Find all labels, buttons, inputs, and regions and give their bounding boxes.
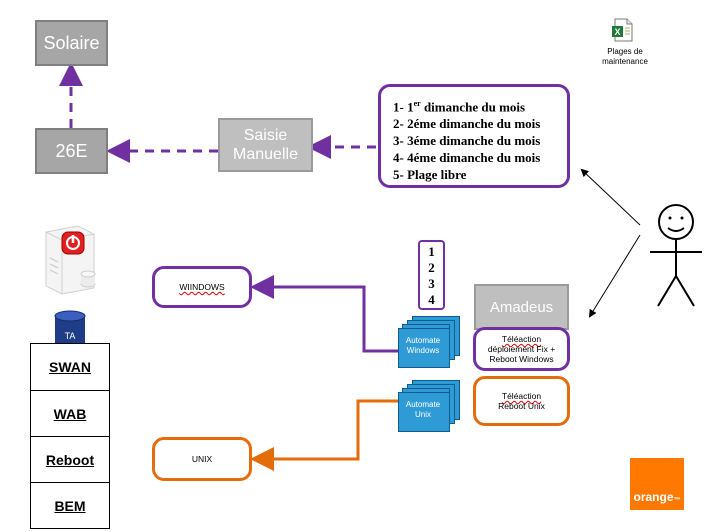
saisie-label-line1: Saisie [243,127,288,144]
number-item-1: 1 [428,244,435,259]
26e-label: 26E [55,140,88,161]
automate-windows-stack: Automate Windows [398,316,462,370]
schedule-list-box: 1- 1er dimanche du mois 2- 2éme dimanche… [378,84,570,188]
arrow-automate-to-windows [250,275,400,353]
windows-label: WIINDOWS [179,282,225,292]
saisie-manuelle-box: Saisie Manuelle [218,118,313,172]
teleaction-unix-box: Téléaction Reboot Unix [473,376,570,426]
schedule-item-4: 4- 4éme dimanche du mois [393,150,541,166]
schedule-item-2: 2- 2éme dimanche du mois [393,116,541,132]
number-list-box: 1 2 3 4 [418,240,445,310]
number-item-4: 4 [428,292,435,307]
arrow-automate-to-unix [250,399,400,471]
server-power-icon [40,218,100,296]
schedule-item-1: 1- 1er dimanche du mois [393,99,526,115]
side-cell-reboot: Reboot [30,437,110,484]
amadeus-box: Amadeus [474,284,569,330]
unix-label: UNIX [191,454,213,464]
number-item-3: 3 [428,276,435,291]
teleaction-windows-box: Téléaction déploiement Fix + Reboot Wind… [473,327,570,371]
person-icon [650,204,702,307]
schedule-item-5: 5- Plage libre [393,167,467,183]
excel-file-icon[interactable]: X [610,18,636,42]
orange-logo-text: orange [633,490,674,504]
automate-windows-label: Automate Windows [405,336,441,355]
number-item-2: 2 [428,260,435,275]
side-stack: SWAN WAB Reboot BEM [30,343,110,529]
schedule-item-3: 3- 3éme dimanche du mois [393,133,541,149]
side-cell-swan: SWAN [30,343,110,391]
automate-unix-label: Automate Unix [405,400,441,419]
solaire-box: Solaire [35,20,108,66]
solaire-label: Solaire [43,32,100,53]
amadeus-label: Amadeus [489,298,554,316]
database-label: TA [64,331,76,341]
automate-unix-stack: Automate Unix [398,380,462,434]
side-cell-bem: BEM [30,483,110,529]
saisie-label-line2: Manuelle [233,146,298,163]
svg-text:X: X [614,27,620,37]
arrow-person-to-list [580,168,641,226]
side-cell-wab: WAB [30,390,110,438]
26e-box: 26E [35,128,108,174]
orange-logo-mark: ™ [673,497,681,504]
arrow-person-to-amadeus [588,234,641,318]
unix-box: UNIX [152,437,252,481]
windows-box: WIINDOWS [152,266,252,308]
excel-file-caption: Plages de maintenance [602,47,648,66]
